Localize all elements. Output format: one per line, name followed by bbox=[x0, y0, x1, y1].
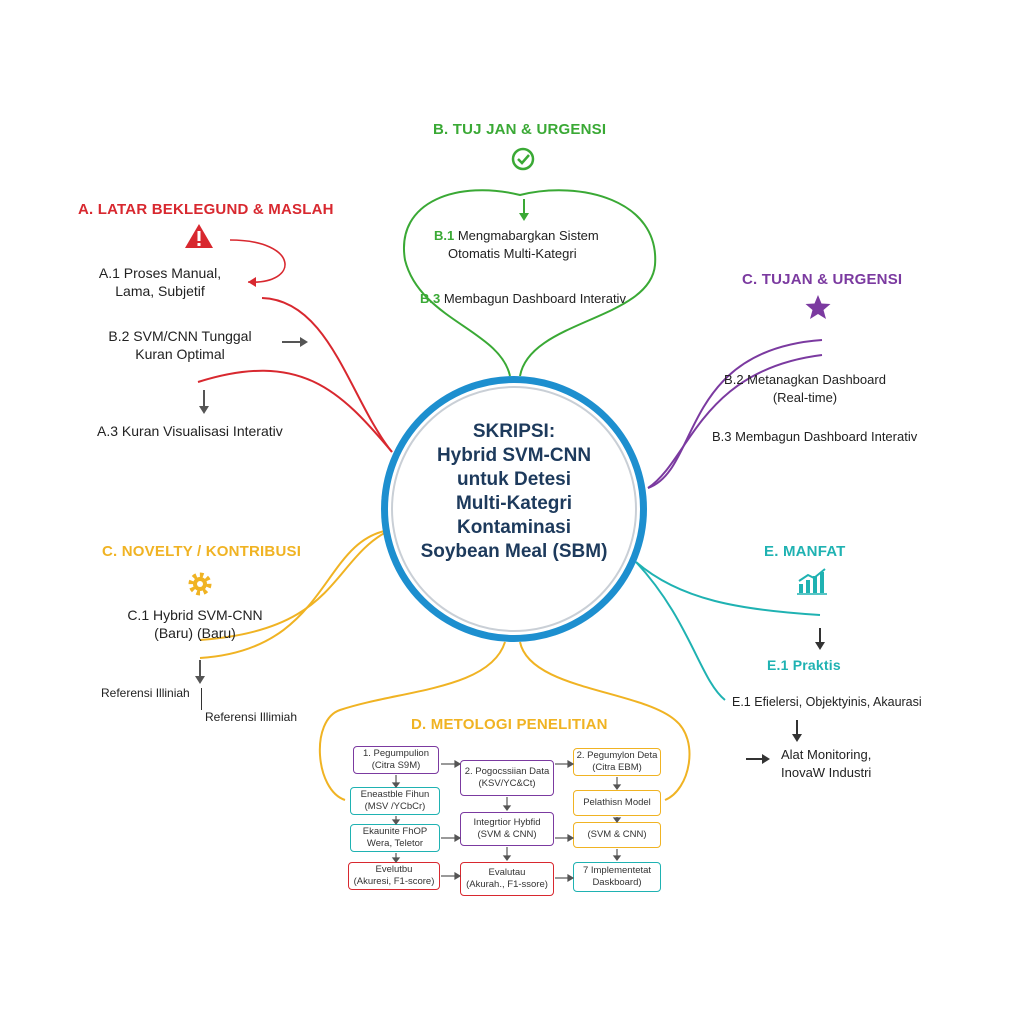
item-a1-line-1: A.1 Proses Manual, bbox=[98, 265, 222, 281]
item-b1-line-2: Otomatis Multi-Kategri bbox=[448, 246, 577, 261]
item-monitoring-line-1: Alat Monitoring, bbox=[781, 747, 872, 762]
method-box-8-line-1: (SVM & CNN) bbox=[587, 829, 647, 840]
method-box-9-line-1: Evelutbu bbox=[375, 864, 413, 875]
arrow-right-icon bbox=[282, 337, 308, 347]
center-line-6: Soybean Meal (SBM) bbox=[420, 541, 608, 562]
gear-icon bbox=[188, 572, 212, 596]
method-box-6-line-1: Ekaunite FhOP bbox=[362, 826, 428, 837]
center-line-4: Multi-Kategri bbox=[455, 493, 573, 514]
method-box-9-line-2: (Akuresi, F1-score) bbox=[353, 876, 435, 887]
method-box-1-line-2: (Citra S9M) bbox=[371, 760, 421, 771]
section-b-title: B. TUJ JAN & URGENSI bbox=[433, 121, 607, 138]
item-b1-prefix: B.1 bbox=[434, 228, 455, 243]
method-box-9: Evelutbu(Akuresi, F1-score) bbox=[348, 862, 440, 890]
section-d-title: D. METOLOGI PENELITIAN bbox=[411, 716, 608, 733]
item-monitoring: Alat Monitoring, InovaW Industri bbox=[781, 746, 871, 782]
method-box-10: Evalutau(Akurah., F1-ssore) bbox=[460, 862, 554, 896]
star-icon bbox=[805, 295, 831, 319]
method-box-4-line-1: Eneastble Fihun bbox=[360, 789, 430, 800]
method-box-11-line-1: 7 Implementetat bbox=[582, 865, 652, 876]
item-c-b2-line-1: B.2 Metanagkan Dashboard bbox=[724, 372, 886, 387]
method-box-2-line-1: 2. Pogocssiian Data bbox=[464, 766, 550, 777]
method-box-7: Integrtior Hybfid(SVM & CNN) bbox=[460, 812, 554, 846]
method-box-5-line-1: Pelathisn Model bbox=[583, 797, 651, 808]
method-box-7-line-1: Integrtior Hybfid bbox=[473, 817, 541, 828]
method-box-5: Pelathisn Model bbox=[573, 790, 661, 816]
item-e1-title: E.1 Praktis bbox=[767, 657, 841, 673]
reference-2: Referensi Illimiah bbox=[205, 710, 298, 724]
item-a3: A.3 Kuran Visualisasi Interativ bbox=[97, 423, 283, 439]
item-a1: A.1 Proses Manual, Lama, Subjetif bbox=[80, 264, 240, 300]
item-a-b2-line-2: Kuran Optimal bbox=[135, 346, 225, 362]
item-e1-text: E.1 Efielersi, Objektyinis, Akaurasi bbox=[732, 695, 922, 709]
center-title: SKRIPSI: Hybrid SVM-CNN untuk Detesi Mul… bbox=[391, 420, 637, 564]
item-b3: B.3 Membagun Dashboard Interativ bbox=[420, 290, 626, 308]
methodology-arrows bbox=[391, 759, 622, 883]
section-a-title: A. LATAR BEKLEGUND & MASLAH bbox=[78, 201, 334, 218]
method-box-4-line-2: (MSV /YCbCr) bbox=[364, 801, 426, 812]
item-c1-line-1: C.1 Hybrid SVM-CNN bbox=[127, 607, 263, 623]
section-c-left-title: C. NOVELTY / KONTRIBUSI bbox=[102, 543, 302, 560]
method-box-2: 2. Pogocssiian Data(KSV/YC&Ct) bbox=[460, 760, 554, 796]
item-c1: C.1 Hybrid SVM-CNN (Baru) (Baru) bbox=[110, 606, 280, 642]
arrow-down-icon bbox=[195, 660, 205, 684]
method-box-2-line-2: (KSV/YC&Ct) bbox=[478, 778, 536, 789]
method-box-4: Eneastble Fihun(MSV /YCbCr) bbox=[350, 787, 440, 815]
arrow-down-icon bbox=[792, 720, 802, 742]
item-c1-line-2: (Baru) (Baru) bbox=[154, 625, 236, 641]
item-c-b2-line-2: (Real-time) bbox=[772, 390, 838, 405]
section-c-right-title: C. TUJAN & URGENSI bbox=[742, 271, 903, 288]
item-monitoring-line-2: InovaW Industri bbox=[781, 765, 872, 780]
method-box-11-line-2: Daskboard) bbox=[592, 877, 642, 888]
check-circle-icon bbox=[511, 147, 535, 171]
arrow-down-icon bbox=[199, 390, 209, 414]
section-e-title: E. MANFAT bbox=[764, 543, 846, 560]
method-box-1-line-1: 1. Pegumpulion bbox=[362, 748, 430, 759]
method-box-7-line-2: (SVM & CNN) bbox=[477, 829, 537, 840]
center-line-2: Hybrid SVM-CNN bbox=[436, 445, 592, 466]
center-line-1: SKRIPSI: bbox=[472, 421, 556, 442]
method-box-10-line-1: Evalutau bbox=[488, 867, 526, 878]
method-box-1: 1. Pegumpulion(Citra S9M) bbox=[353, 746, 439, 774]
arrow-right-icon bbox=[746, 754, 770, 764]
center-inner-ring bbox=[391, 386, 637, 632]
arrow-down-icon bbox=[519, 199, 529, 221]
item-b1-line-1: Mengmabargkan Sistem bbox=[454, 228, 599, 243]
center-line-3: untuk Detesi bbox=[456, 469, 572, 490]
method-box-3: 2. Pegumylon Deta(Citra EBM) bbox=[573, 748, 661, 776]
method-box-3-line-2: (Citra EBM) bbox=[592, 762, 642, 773]
reference-bracket bbox=[193, 688, 202, 710]
item-a1-line-2: Lama, Subjetif bbox=[115, 283, 205, 299]
method-box-6-line-2: Wera, Teletor bbox=[366, 838, 424, 849]
item-a-b2: B.2 SVM/CNN Tunggal Kuran Optimal bbox=[100, 327, 260, 363]
item-b3-text: Membagun Dashboard Interativ bbox=[440, 291, 626, 306]
reference-1: Referensi Illiniah bbox=[101, 686, 190, 700]
item-b1: B.1 Mengmabargkan Sistem bbox=[434, 227, 599, 245]
item-c-b3: B.3 Membagun Dashboard Interativ bbox=[712, 429, 918, 444]
method-box-8: (SVM & CNN) bbox=[573, 822, 661, 848]
item-b3-prefix: B.3 bbox=[420, 291, 441, 306]
arrow-down-icon bbox=[815, 628, 825, 650]
item-c-b2: B.2 Metanagkan Dashboard (Real-time) bbox=[720, 371, 890, 407]
bar-chart-icon bbox=[797, 568, 827, 595]
method-box-10-line-2: (Akurah., F1-ssore) bbox=[466, 879, 548, 890]
item-a-b2-line-1: B.2 SVM/CNN Tunggal bbox=[108, 328, 252, 344]
method-box-3-line-1: 2. Pegumylon Deta bbox=[576, 750, 658, 761]
warning-icon bbox=[185, 224, 213, 248]
center-line-5: Kontaminasi bbox=[456, 517, 572, 538]
